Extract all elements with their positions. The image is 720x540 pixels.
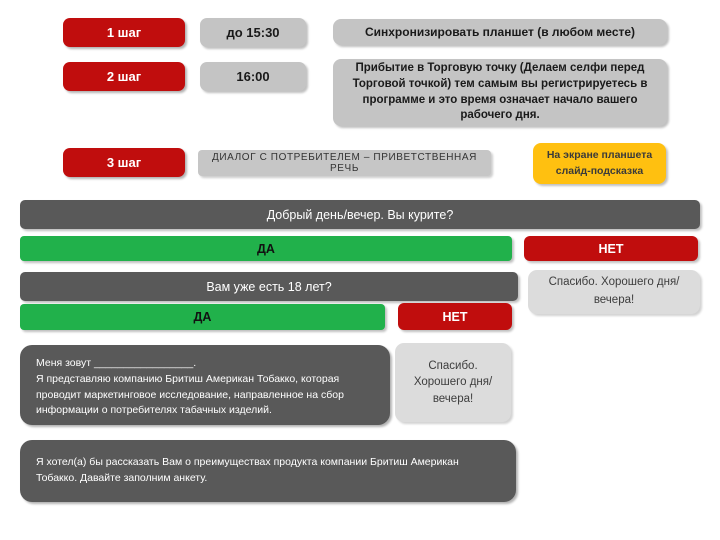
step-2-action: Прибытие в Торговую точку (Делаем селфи … [333,59,667,126]
step-2-time: 16:00 [200,62,306,91]
question-1-no-bar: НЕТ [524,236,698,261]
thanks-note-1: Спасибо. Хорошего дня/вечера! [528,270,700,314]
question-1-bar: Добрый день/вечер. Вы курите? [20,200,700,229]
step-1-action: Синхронизировать планшет (в любом месте) [333,19,667,45]
intro-script-box: Меня зовут _________________. Я представ… [20,345,390,425]
question-2-no-bar: НЕТ [398,303,512,330]
step-1-badge: 1 шаг [63,18,185,47]
tablet-hint-note: На экране планшета слайд-подсказка [533,143,666,184]
intro-script-line1: Меня зовут _________________. [36,357,197,369]
thanks-note-2: Спасибо. Хорошего дня/вечера! [395,343,511,422]
step-3-badge: 3 шаг [63,148,185,177]
pitch-script-box: Я хотел(а) бы рассказать Вам о преимущес… [20,440,516,502]
question-2-bar: Вам уже есть 18 лет? [20,272,518,301]
intro-script-line2: Я представляю компанию Бритиш Американ Т… [36,372,344,417]
step-1-time: до 15:30 [200,18,306,47]
question-1-yes-bar: ДА [20,236,512,261]
step-3-action: ДИАЛОГ С ПОТРЕБИТЕЛЕМ – ПРИВЕТСТВЕННАЯ Р… [198,150,491,176]
question-2-yes-bar: ДА [20,304,385,330]
step-2-badge: 2 шаг [63,62,185,91]
